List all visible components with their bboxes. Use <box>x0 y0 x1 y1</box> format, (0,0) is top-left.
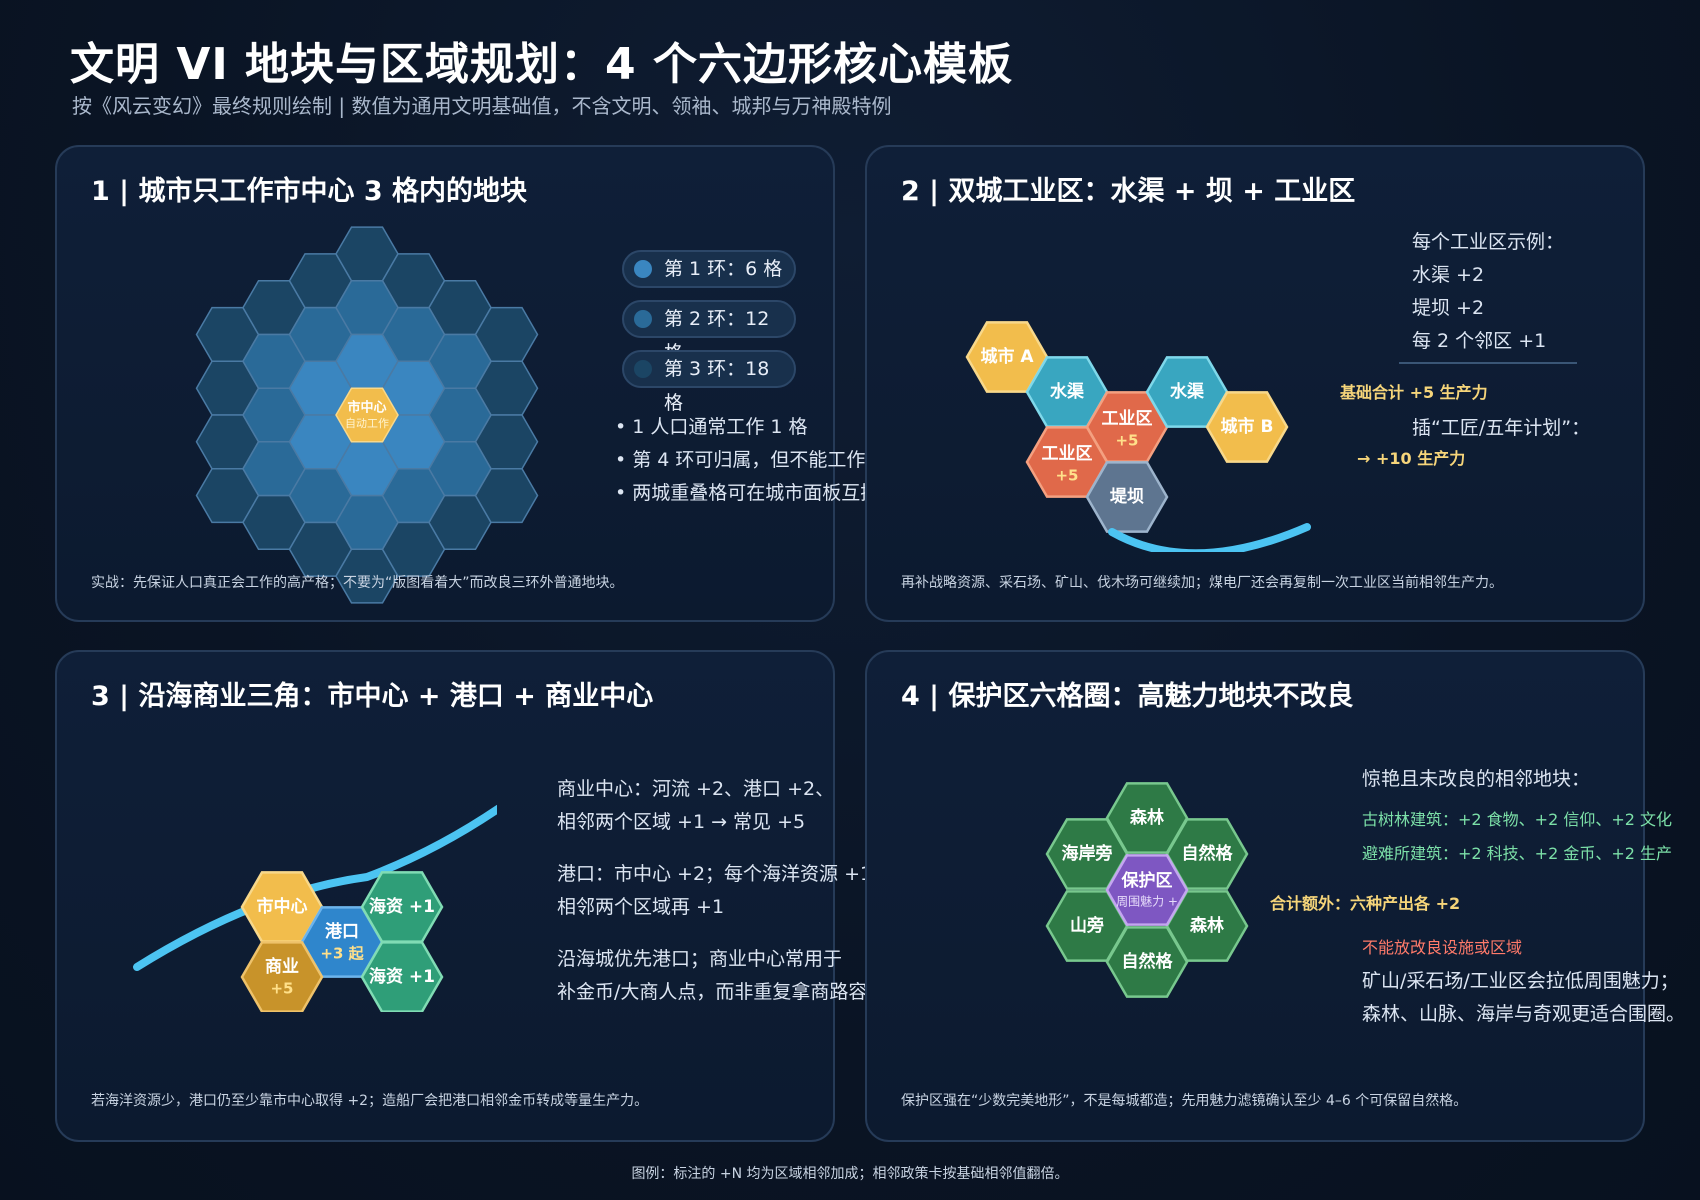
preserve-total: 合计额外：六种产出各 +2 <box>1270 894 1461 913</box>
example-line: 堤坝 +2 <box>1412 297 1485 319</box>
preserve-warning: 不能放改良设施或区域 <box>1362 938 1523 957</box>
legend-ring-1-swatch <box>634 260 652 278</box>
preserve-hex <box>1105 854 1189 926</box>
info-line: 森林、山脉、海岸与奇观更适合围圈。 <box>1362 1003 1686 1025</box>
page-title: 文明 VI 地块与区域规划：4 个六边形核心模板 <box>70 39 1013 90</box>
bullet-item: • 第 4 环可归属，但不能工作 <box>615 449 866 471</box>
aqueduct-hex-label: 水渠 <box>1170 381 1205 402</box>
sea-resource-hex-label: 海资 +1 <box>369 896 435 917</box>
commercial-hub-hex <box>240 941 324 1012</box>
info-line: 港口：市中心 +2；每个海洋资源 +1； <box>557 863 892 885</box>
dam-hex <box>1085 461 1169 533</box>
sea-resource-hex-label: 海资 +1 <box>369 966 435 987</box>
legend-ring-3: 第 3 环：18 格 <box>622 350 796 414</box>
legend-ring-3-swatch <box>634 360 652 378</box>
commercial-hub-hex-label: 商业 <box>265 956 299 977</box>
legend-label: 第 3 环：18 格 <box>664 358 770 414</box>
example-divider <box>1399 362 1577 364</box>
preserve-heading: 惊艳且未改良的相邻地块： <box>1362 768 1591 790</box>
industrial-zone-hex-label: 工业区 <box>1042 444 1093 464</box>
panel-title: 1 | 城市只工作市中心 3 格内的地块 <box>91 176 528 207</box>
page-footer: 图例：标注的 +N 均为区域相邻加成；相邻政策卡按基础相邻值翻倍。 <box>631 1166 1069 1182</box>
city-center-sublabel: 自动工作 <box>345 417 389 430</box>
aqueduct-hex-label: 水渠 <box>1050 381 1085 402</box>
example-line: 水渠 +2 <box>1412 264 1485 286</box>
harbor-hex-label: 港口 <box>325 921 359 942</box>
dam-hex-label: 堤坝 <box>1110 487 1144 507</box>
panel-title: 4 | 保护区六格圈：高魅力地块不改良 <box>901 681 1354 712</box>
panel-footnote: 再补战略资源、采石场、矿山、伐木场可继续加；煤电厂还会再复制一次工业区当前相邻生… <box>901 575 1503 591</box>
example-heading: 每个工业区示例： <box>1412 231 1565 253</box>
legend-ring-2: 第 2 环：12 格 <box>622 300 796 364</box>
commercial-hub-hex-bonus: +5 <box>270 980 293 998</box>
bullet-item: • 1 人口通常工作 1 格 <box>615 416 808 438</box>
natural-tile-hex-label: 自然格 <box>1122 951 1174 972</box>
panel-title: 2 | 双城工业区：水渠 + 坝 + 工业区 <box>901 176 1356 207</box>
city-center-hex-label: 市中心 <box>257 896 308 917</box>
city-a-hex-label: 城市 A <box>980 346 1034 367</box>
panel-footnote: 若海洋资源少，港口仍至少靠市中心取得 +2；造船厂会把港口相邻金币转成等量生产力… <box>91 1093 649 1109</box>
info-line: 相邻两个区域再 +1 <box>557 896 725 918</box>
natural-tile-hex-label: 自然格 <box>1182 843 1234 864</box>
info-line: 补金币/大商人点，而非重复拿商路容量 <box>557 981 887 1003</box>
legend-label: 第 1 环：6 格 <box>664 258 783 280</box>
panel-footnote: 保护区强在“少数完美地形”，不是每城都造；先用魅力滤镜确认至少 4–6 个可保留… <box>901 1093 1468 1109</box>
info-line: 相邻两个区域 +1 → 常见 +5 <box>557 811 806 833</box>
harbor-hex-bonus: +3 起 <box>320 945 364 963</box>
industrial-zone-hex-bonus: +5 <box>1115 432 1138 450</box>
info-line: 商业中心：河流 +2、港口 +2、 <box>557 778 835 800</box>
total-adjacency: 基础合计 +5 生产力 <box>1340 383 1488 402</box>
forest-hex <box>1165 890 1249 962</box>
preserve-label: 保护区 <box>1121 870 1173 891</box>
river-curve <box>1108 523 1311 552</box>
mountain-adjacent-hex-label: 山旁 <box>1070 915 1104 936</box>
forest-hex-label: 森林 <box>1190 915 1224 936</box>
city-center-label: 市中心 <box>347 400 386 416</box>
info-line: 矿山/采石场/工业区会拉低周围魅力； <box>1362 970 1679 992</box>
info-line: 沿海城优先港口；商业中心常用于 <box>557 948 843 970</box>
industrial-zone-hex-bonus: +5 <box>1055 467 1078 485</box>
page-subtitle: 按《风云变幻》最终规则绘制 | 数值为通用文明基础值，不含文明、领袖、城邦与万神… <box>72 94 892 118</box>
example-line: 每 2 个邻区 +1 <box>1412 330 1547 352</box>
panel-preserve-ring: 4 | 保护区六格圈：高魅力地块不改良 森林自然格森林自然格山旁海岸旁保护区周围… <box>865 650 1685 1142</box>
coast-adjacent-hex-label: 海岸旁 <box>1062 843 1113 864</box>
coast-curve <box>133 804 497 971</box>
natural-tile-hex <box>1165 818 1249 890</box>
sanctuary-yield: 避难所建筑：+2 科技、+2 金币、+2 生产 <box>1362 844 1673 863</box>
policy-result: → +10 生产力 <box>1357 449 1466 468</box>
panel-coastal-commerce: 3 | 沿海商业三角：市中心 + 港口 + 商业中心 市中心港口 +3 起商业 +5… <box>55 650 891 1142</box>
panel-city-radius: 1 | 城市只工作市中心 3 格内的地块 市中心自动工作 第 1 环：6 格 第… <box>55 145 879 622</box>
grove-yield: 古树林建筑：+2 食物、+2 信仰、+2 文化 <box>1362 810 1673 829</box>
bullet-item: • 两城重叠格可在城市面板互换 <box>615 482 880 504</box>
preserve-sublabel: 周围魅力 + <box>1116 894 1178 909</box>
city-b-hex <box>1205 391 1289 463</box>
legend-ring-2-swatch <box>634 310 652 328</box>
natural-tile-hex <box>1105 926 1189 998</box>
city-center-hex <box>335 387 399 443</box>
panel-footnote: 实战：先保证人口真正会工作的高产格；不要为“版图看着大”而改良三环外普通地块。 <box>91 575 624 591</box>
legend-ring-1: 第 1 环：6 格 <box>622 250 796 288</box>
industrial-zone-hex-label: 工业区 <box>1102 409 1153 429</box>
city-b-hex-label: 城市 B <box>1221 416 1274 437</box>
sea-resource-hex <box>360 941 444 1012</box>
policy-text: 插“工匠/五年计划”： <box>1412 417 1591 439</box>
panel-title: 3 | 沿海商业三角：市中心 + 港口 + 商业中心 <box>91 681 654 712</box>
forest-hex-label: 森林 <box>1130 807 1164 828</box>
